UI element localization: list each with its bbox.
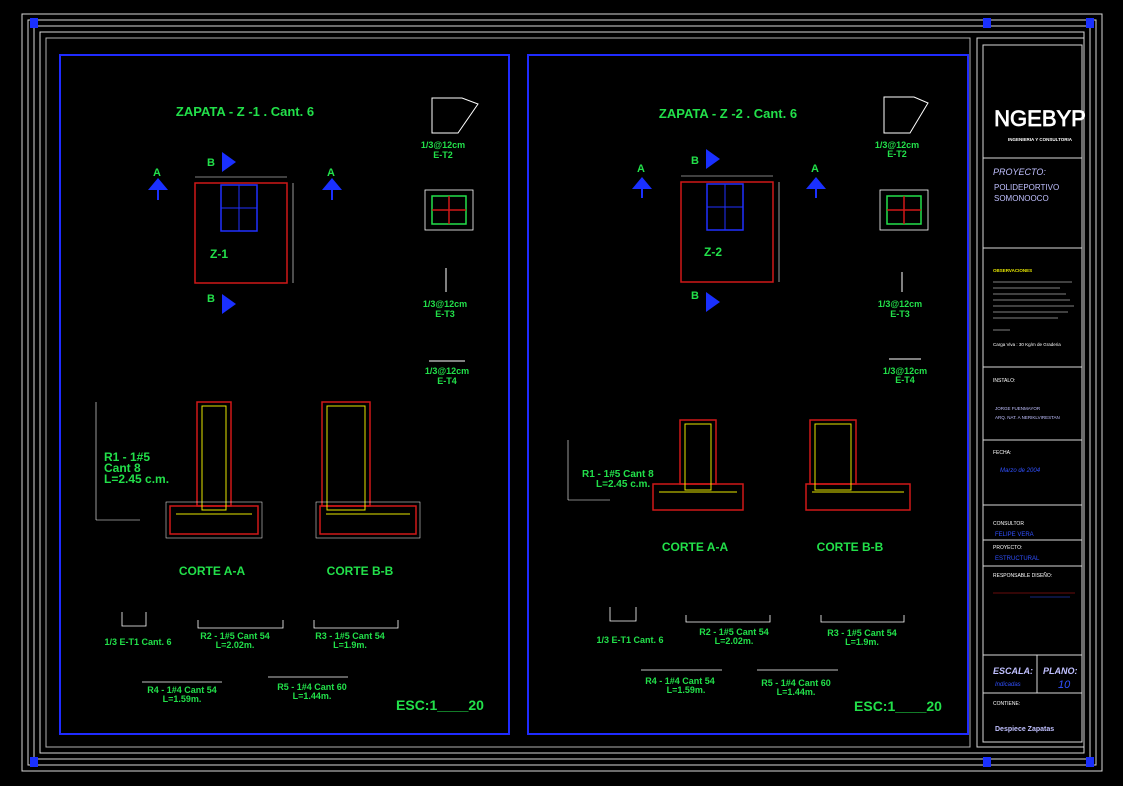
responsible-label: RESPONSABLE DISEÑO: (993, 572, 1052, 579)
right-section-markers: A A B B (632, 149, 826, 312)
date-label: FECHA: (993, 450, 1011, 456)
right-bar-2-len: L=2.02m. (715, 636, 754, 646)
left-scale: ESC:1____20 (396, 697, 484, 713)
installs-label: INSTALO: (993, 378, 1015, 384)
right-bar-schedule: 1/3 E-T1 Cant. 6 R2 - 1#5 Cant 54 L=2.02… (596, 607, 905, 697)
right-marker-b1: B (691, 155, 699, 167)
right-bar-5: R5 - 1#4 Cant 60 (761, 678, 831, 688)
right-footing-label: Z-2 (704, 245, 722, 259)
right-bar-1: 1/3 E-T1 Cant. 6 (596, 635, 663, 645)
sheet-border (21, 13, 1103, 772)
right-stirrup-code-3: E-T4 (895, 375, 915, 385)
left-stirrup-code-2: E-T3 (435, 309, 455, 319)
left-rebar-note-2: Cant 8 (104, 461, 141, 475)
left-footing-label: Z-1 (210, 247, 228, 261)
right-bar-2: R2 - 1#5 Cant 54 (699, 627, 769, 637)
left-section-b: CORTE B-B (315, 401, 421, 578)
left-section-markers: A A B B (148, 152, 342, 314)
right-section-b: CORTE B-B (805, 419, 911, 554)
left-bar-3-len: L=1.9m. (333, 640, 367, 650)
scale-label: ESCALA: (993, 666, 1033, 676)
project-name-1: POLIDEPORTIVO (994, 183, 1059, 192)
left-rebar-note-1: R1 - 1#5 (104, 450, 150, 464)
left-bar-2-len: L=2.02m. (216, 640, 255, 650)
notes-label: OBSERVACIONES (993, 268, 1032, 273)
project2-label: PROYECTO: (993, 545, 1022, 551)
right-marker-a1: A (637, 163, 645, 175)
left-bar-schedule: 1/3 E-T1 Cant. 6 R2 - 1#5 Cant 54 L=2.02… (104, 612, 399, 704)
company-logo-sub: INGENIERIA Y CONSULTORIA (1008, 137, 1073, 142)
right-bar-5-len: L=1.44m. (777, 687, 816, 697)
left-plan-view: Z-1 (194, 176, 294, 284)
consultant-value: FELIPE VERA (995, 532, 1034, 538)
left-bar-5-len: L=1.44m. (293, 691, 332, 701)
right-stirrup-label-1: 1/3@12cm (875, 140, 919, 150)
right-section-b-label: CORTE B-B (817, 540, 884, 554)
left-stirrup-code-3: E-T4 (437, 376, 457, 386)
install-line-1: JORGE FUENMAYOR (995, 406, 1041, 411)
right-plan-view: Z-2 (680, 175, 780, 283)
left-bar-4: R4 - 1#4 Cant 54 (147, 685, 217, 695)
left-marker-a1: A (153, 167, 161, 179)
left-bar-4-len: L=1.59m. (163, 694, 202, 704)
left-marker-b2: B (207, 293, 215, 305)
left-section-a: CORTE A-A (165, 401, 263, 578)
left-bar-2: R2 - 1#5 Cant 54 (200, 631, 270, 641)
consultant-label: CONSULTOR (993, 521, 1024, 527)
left-rebar-note-3: L=2.45 c.m. (104, 472, 169, 486)
content-label: CONTIENE: (993, 701, 1020, 707)
left-section-a-label: CORTE A-A (179, 564, 246, 578)
plan-value: 10 (1058, 679, 1071, 691)
date-value: Marzo de 2004 (1000, 468, 1041, 474)
left-stirrup-label-3: 1/3@12cm (425, 366, 469, 376)
scale-value: Indicadas (995, 682, 1021, 688)
right-bar-4: R4 - 1#4 Cant 54 (645, 676, 715, 686)
left-bar-5: R5 - 1#4 Cant 60 (277, 682, 347, 692)
install-line-2: ARQ. NAT. A NERIKLVIRESTAN (995, 415, 1060, 420)
right-stirrup-code-1: E-T2 (887, 149, 907, 159)
right-stirrup-code-2: E-T3 (890, 309, 910, 319)
right-stirrup-label-3: 1/3@12cm (883, 366, 927, 376)
right-section-a-label: CORTE A-A (662, 540, 729, 554)
right-bar-4-len: L=1.59m. (667, 685, 706, 695)
right-rebar-note-1: R1 - 1#5 Cant 8 (582, 469, 654, 480)
right-stirrup-details: 1/3@12cm E-T2 1/3@12cm E-T3 1/3@12cm E-T… (875, 96, 929, 385)
left-marker-b1: B (207, 157, 215, 169)
right-scale: ESC:1____20 (854, 698, 942, 714)
right-rebar-note: R1 - 1#5 Cant 8 L=2.45 c.m. (567, 440, 654, 501)
project-label: PROYECTO: (993, 167, 1046, 177)
notes-extra: Carga Viva : 30 Kg/m de Graderia (993, 342, 1061, 347)
title-block: NGEBYP INGENIERIA Y CONSULTORIA PROYECTO… (982, 44, 1086, 743)
right-title: ZAPATA - Z -2 . Cant. 6 (659, 106, 797, 121)
project-name-2: SOMONOOCO (994, 194, 1049, 203)
right-rebar-note-2: L=2.45 c.m. (596, 479, 650, 490)
right-marker-a2: A (811, 163, 819, 175)
left-stirrup-code-1: E-T2 (433, 150, 453, 160)
left-stirrup-details: 1/3@12cm E-T2 1/3@12cm E-T3 1/3@12cm E-T… (421, 97, 479, 386)
right-marker-b2: B (691, 290, 699, 302)
right-stirrup-label-2: 1/3@12cm (878, 299, 922, 309)
left-stirrup-label-1: 1/3@12cm (421, 140, 465, 150)
left-bar-3: R3 - 1#5 Cant 54 (315, 631, 385, 641)
left-rebar-note: R1 - 1#5 Cant 8 L=2.45 c.m. (95, 402, 169, 521)
right-panel: ZAPATA - Z -2 . Cant. 6 Z-2 A A B B 1/3@… (527, 54, 969, 735)
corner-markers (30, 18, 1094, 767)
left-marker-a2: A (327, 167, 335, 179)
left-stirrup-label-2: 1/3@12cm (423, 299, 467, 309)
company-logo: NGEBYP (994, 106, 1086, 131)
left-title: ZAPATA - Z -1 . Cant. 6 (176, 104, 314, 119)
project2-value: ESTRUCTURAL (995, 556, 1040, 562)
left-bar-1: 1/3 E-T1 Cant. 6 (104, 637, 171, 647)
left-panel: ZAPATA - Z -1 . Cant. 6 Z-1 A A B B (59, 54, 510, 735)
right-bar-3: R3 - 1#5 Cant 54 (827, 628, 897, 638)
right-section-a: CORTE A-A (652, 419, 744, 554)
content-value: Despiece Zapatas (995, 726, 1054, 733)
plan-label: PLANO: (1043, 666, 1078, 676)
left-section-b-label: CORTE B-B (327, 564, 394, 578)
right-bar-3-len: L=1.9m. (845, 637, 879, 647)
